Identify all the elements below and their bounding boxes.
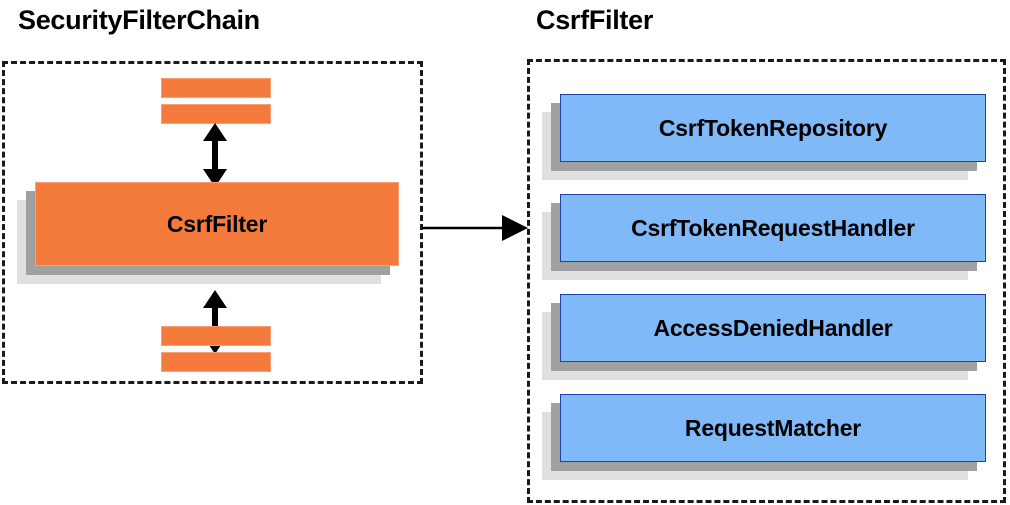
- right-panel-title: CsrfFilter: [536, 5, 654, 35]
- collaborator-card-access-denied-handler[interactable]: AccessDeniedHandler: [542, 294, 986, 380]
- csrf-filter-collaborators-container: [527, 59, 1006, 503]
- collaborator-card-label: CsrfTokenRequestHandler: [560, 194, 986, 262]
- security-filter-chain-container: [2, 61, 423, 384]
- collaborator-card-csrf-token-request-handler[interactable]: CsrfTokenRequestHandler: [542, 194, 986, 280]
- filter-bar-lower-1: [161, 326, 271, 346]
- csrf-filter-card[interactable]: CsrfFilter: [17, 182, 399, 284]
- csrf-filter-card-label: CsrfFilter: [35, 182, 399, 266]
- collaborator-card-label: AccessDeniedHandler: [560, 294, 986, 362]
- connector-arrow-to-csrf-filter: [422, 215, 528, 241]
- arrow-upper-bidirectional: [203, 123, 227, 187]
- filter-bar-upper-2: [161, 104, 271, 124]
- collaborator-card-label: CsrfTokenRepository: [560, 94, 986, 162]
- collaborator-card-request-matcher[interactable]: RequestMatcher: [542, 394, 986, 480]
- filter-bar-lower-2: [161, 352, 271, 372]
- collaborator-card-label: RequestMatcher: [560, 394, 986, 462]
- collaborator-card-csrf-token-repository[interactable]: CsrfTokenRepository: [542, 94, 986, 180]
- filter-bar-upper-1: [161, 78, 271, 98]
- left-panel-title: SecurityFilterChain: [18, 5, 260, 35]
